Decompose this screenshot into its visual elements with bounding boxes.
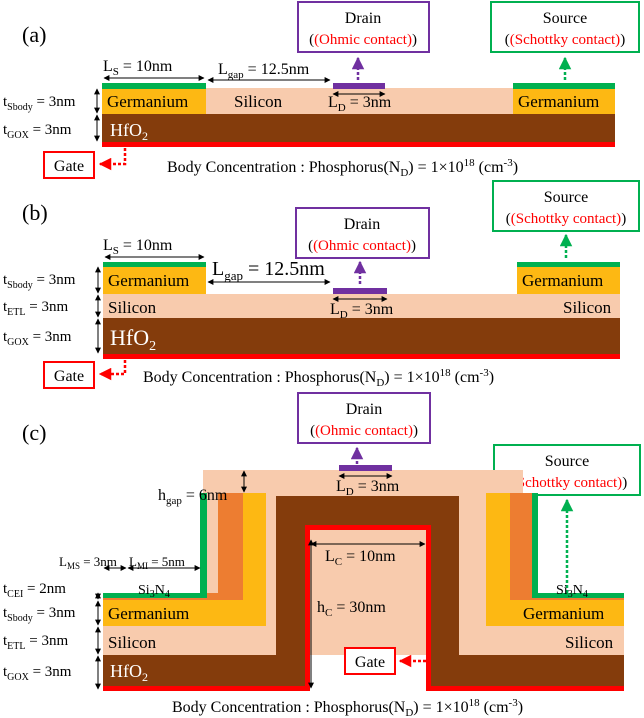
- body-concentration: Body Concentration : Phosphorus(ND) = 1×…: [167, 157, 518, 179]
- lgap-label: Lgap = 12.5nm: [218, 61, 310, 81]
- left-green-contact: [102, 83, 206, 89]
- hfo2-layer: [103, 496, 624, 686]
- tsbody-label: tSbody = 3nm: [3, 272, 76, 291]
- silicon-left-label: Silicon: [108, 298, 157, 317]
- ld-label: LD = 3nm: [336, 478, 400, 498]
- drain-box: [295, 207, 430, 259]
- germanium-left-block: [103, 493, 266, 626]
- panel-c: (c) Drain ((Ohmic contact)) Source ((Sch…: [3, 392, 641, 718]
- drain-title: Drain: [346, 401, 382, 418]
- drain-title: Drain: [345, 10, 381, 27]
- drain-subtitle: ((Ohmic contact)): [309, 32, 417, 48]
- silicon-right-label: Silicon: [563, 298, 612, 317]
- gate-label: Gate: [54, 368, 84, 385]
- source-subtitle: ((Schottky contact)): [506, 211, 626, 227]
- lmi-label: LMI = 5nm: [129, 554, 185, 571]
- ls-label: LS = 10nm: [103, 237, 173, 257]
- germanium-right-label: Germanium: [522, 271, 603, 290]
- silicon-label: Silicon: [234, 92, 283, 111]
- body-concentration: Body Concentration : Phosphorus(ND) = 1×…: [143, 367, 494, 389]
- panel-a: (a) Drain ((Ohmic contact)) Source ((Sch…: [3, 1, 640, 179]
- drain-contact: [333, 83, 385, 89]
- drain-subtitle: ((Ohmic contact)): [310, 423, 418, 439]
- lms-label: LMS = 3nm: [59, 554, 117, 571]
- ld-label: LD = 3nm: [328, 94, 392, 114]
- gate-arrow: [98, 360, 127, 381]
- tgox-label: tGOX = 3nm: [3, 664, 72, 683]
- source-subtitle: ((Schottky contact)): [507, 475, 627, 491]
- gate-box: [344, 647, 396, 675]
- body-concentration: Body Concentration : Phosphorus(ND) = 1×…: [172, 697, 523, 718]
- panel-b: (b) Drain ((Ohmic contact)) Source ((Sch…: [3, 180, 640, 389]
- gate-label: Gate: [355, 654, 385, 671]
- si3n4-right-label: Si3N4: [556, 583, 588, 600]
- source-title: Source: [544, 189, 588, 206]
- panel-a-label: (a): [22, 22, 46, 47]
- ld-label: LD = 3nm: [330, 301, 394, 321]
- germanium-left-label: Germanium: [108, 604, 189, 623]
- lgap-label: Lgap = 12.5nm: [212, 258, 325, 283]
- drain-subtitle: ((Ohmic contact)): [308, 238, 416, 254]
- drain-contact: [339, 465, 392, 471]
- tgox-label: tGOX = 3nm: [3, 329, 72, 348]
- source-subtitle: ((Schottky contact)): [505, 32, 625, 48]
- tcei-label: tCEI = 2nm: [3, 581, 66, 600]
- drain-box: [297, 1, 430, 53]
- germanium-right-block: [517, 266, 620, 294]
- si3n4-left-block: [103, 493, 243, 600]
- hfo2-label: HfO2: [110, 325, 156, 354]
- si3n4-left-label: Si3N4: [138, 583, 170, 600]
- tetl-label: tETL = 3nm: [3, 633, 68, 652]
- drain-title: Drain: [344, 216, 380, 233]
- si3n4-right-block: [510, 493, 624, 600]
- silicon-right-label: Silicon: [565, 633, 614, 652]
- panel-c-label: (c): [22, 420, 46, 445]
- source-contact: [513, 83, 615, 89]
- gate-box: [43, 151, 95, 179]
- left-green-contact: [103, 262, 206, 267]
- silicon-left-label: Silicon: [108, 633, 157, 652]
- hfo2-layer: [102, 114, 615, 142]
- germanium-right-block: [486, 493, 624, 626]
- germanium-right-label: Germanium: [518, 92, 599, 111]
- tsbody-label: tSbody = 3nm: [3, 94, 76, 113]
- lc-label: LC = 10nm: [325, 548, 396, 568]
- source-contact: [517, 262, 620, 267]
- hfo2-label: HfO2: [110, 120, 148, 143]
- hc-label: hC = 30nm: [317, 599, 386, 619]
- hfo2-layer: [103, 318, 620, 354]
- drain-box: [297, 392, 431, 444]
- hfo2-label: HfO2: [110, 661, 148, 684]
- source-title: Source: [545, 453, 589, 470]
- germanium-left-label: Germanium: [108, 271, 189, 290]
- germanium-left-label: Germanium: [107, 92, 188, 111]
- germanium-right-block: [513, 88, 615, 114]
- gate-box: [43, 361, 95, 389]
- source-title: Source: [543, 10, 587, 27]
- tetl-label: tETL = 3nm: [3, 299, 68, 318]
- drain-contact: [333, 288, 387, 294]
- germanium-right-label: Germanium: [523, 604, 604, 623]
- germanium-left-block: [103, 266, 206, 294]
- panel-b-label: (b): [22, 200, 48, 225]
- ls-label: LS = 10nm: [103, 58, 173, 78]
- gate-contact: [102, 142, 615, 147]
- gate-contact: [103, 354, 620, 359]
- source-box: [492, 180, 640, 232]
- tsbody-label: tSbody = 3nm: [3, 605, 76, 624]
- hgap-label: hgap = 6nm: [158, 487, 228, 507]
- germanium-left-block: [102, 88, 206, 114]
- source-box: [490, 1, 640, 53]
- tgox-label: tGOX = 3nm: [3, 122, 72, 141]
- gate-label: Gate: [54, 158, 84, 175]
- gate-arrow: [98, 148, 127, 171]
